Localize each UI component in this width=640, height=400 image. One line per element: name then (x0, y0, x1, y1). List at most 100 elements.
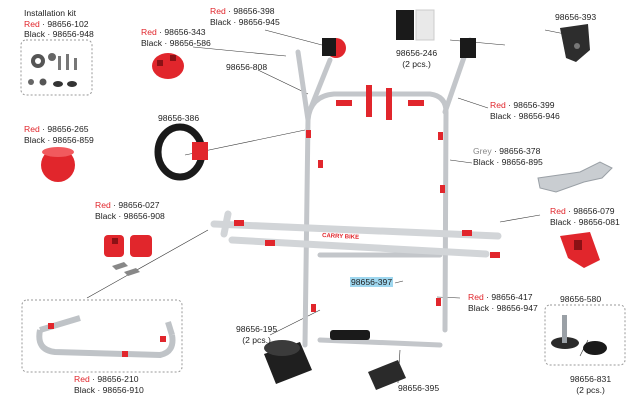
p027-black-word: Black (95, 210, 117, 221)
part-395-label: 98656-395 (398, 383, 440, 393)
p378-grey-word: Grey (473, 146, 492, 156)
foot-kit-box (544, 304, 626, 366)
p399-red-word: Red (490, 100, 506, 110)
p399-red: Red · 98656-399 (490, 100, 555, 110)
p265-red-number: 98656-265 (47, 124, 89, 134)
p027-red-word: Red (95, 200, 111, 210)
p343-red-word: Red (141, 27, 157, 37)
p027-black: Black · 98656-908 (95, 210, 165, 221)
part-265-label: Red · 98656-265 Black · 98656-859 (24, 124, 94, 145)
part-397-label: 98656-397 (350, 277, 394, 288)
clamp-parts-027 (104, 235, 152, 276)
red-block-343 (152, 53, 184, 79)
part-079-label: Red · 98656-079 Black · 98656-081 (550, 206, 620, 227)
part-246-label: 98656-246 (2 pcs.) (396, 48, 437, 69)
base-frame-210 (36, 315, 176, 359)
p210-red-number: 98656-210 (97, 374, 139, 384)
kit-black-word: Black (24, 29, 46, 39)
installation-kit-label: Installation kit Red · 98656-102 Black ·… (24, 8, 94, 40)
p398-black-word: Black (210, 16, 232, 27)
p417-red: Red · 98656-417 (468, 292, 533, 302)
p417-black-word: Black (468, 302, 490, 313)
base-frame-box (21, 299, 183, 373)
kit-black-number: 98656-948 (52, 29, 94, 39)
p210-black: Black · 98656-910 (74, 384, 144, 395)
p265-black-number: 98656-859 (52, 134, 94, 145)
p265-black-word: Black (24, 134, 46, 145)
part-393-label: 98656-393 (555, 12, 597, 22)
p399-black: Black · 98656-946 (490, 110, 560, 121)
p079-red-number: 98656-079 (573, 206, 615, 216)
p398-red-number: 98656-398 (233, 6, 275, 16)
p195-number: 98656-195 (236, 324, 278, 334)
p378-grey: Grey · 98656-378 (473, 146, 541, 156)
p417-black: Black · 98656-947 (468, 302, 538, 313)
part-831-label: 98656-831 (2 pcs.) (570, 374, 611, 395)
tube-195 (264, 340, 312, 384)
kit-black: Black · 98656-948 (24, 29, 94, 39)
p397-number: 98656-397 (350, 277, 394, 287)
kit-title: Installation kit (24, 8, 77, 18)
p343-red-number: 98656-343 (164, 27, 206, 37)
p079-red-word: Red (550, 206, 566, 216)
p378-black-number: 98656-895 (501, 156, 543, 167)
kit-red-number: 98656-102 (47, 18, 89, 29)
p265-red: Red · 98656-265 (24, 124, 89, 134)
bracket-393 (560, 24, 590, 62)
installation-kit-box (20, 39, 93, 96)
p210-red: Red · 98656-210 (74, 374, 139, 384)
p398-red-word: Red (210, 6, 226, 16)
installation-kit-parts (28, 53, 77, 87)
p417-red-word: Red (468, 292, 484, 302)
p210-black-number: 98656-910 (102, 384, 144, 395)
red-bracket-079 (560, 232, 600, 268)
p398-black: Black · 98656-945 (210, 16, 280, 27)
pads-246 (396, 9, 435, 41)
part-195-label: 98656-195 (2 pcs.) (236, 324, 277, 345)
p343-black-word: Black (141, 37, 163, 48)
bike-rack-frame (210, 37, 502, 348)
p079-black-word: Black (550, 216, 572, 227)
p378-grey-number: 98656-378 (499, 146, 541, 156)
part-378-label: Grey · 98656-378 Black · 98656-895 (473, 146, 543, 167)
p027-black-number: 98656-908 (123, 210, 165, 221)
p210-red-word: Red (74, 374, 90, 384)
p027-red-number: 98656-027 (118, 200, 160, 210)
kit-red-word: Red (24, 18, 40, 29)
p195-qty: (2 pcs.) (242, 334, 271, 345)
clip-395 (368, 360, 406, 390)
p417-red-number: 98656-417 (491, 292, 533, 302)
foot-580 (551, 315, 607, 355)
p399-red-number: 98656-399 (513, 100, 555, 110)
p027-red: Red · 98656-027 (95, 200, 160, 210)
p079-black: Black · 98656-081 (550, 216, 620, 227)
p378-black: Black · 98656-895 (473, 156, 543, 167)
p398-black-number: 98656-945 (238, 16, 280, 27)
p265-red-word: Red (24, 124, 40, 134)
p210-black-word: Black (74, 384, 96, 395)
part-398-label: Red · 98656-398 Black · 98656-945 (210, 6, 280, 27)
p265-black: Black · 98656-859 (24, 134, 94, 145)
p343-red: Red · 98656-343 (141, 27, 206, 37)
p343-black: Black · 98656-586 (141, 37, 211, 48)
part-027-label: Red · 98656-027 Black · 98656-908 (95, 200, 165, 221)
p246-number: 98656-246 (396, 48, 438, 58)
part-417-label: Red · 98656-417 Black · 98656-947 (468, 292, 538, 313)
kit-red: Red · 98656-102 (24, 18, 89, 29)
p417-black-number: 98656-947 (496, 302, 538, 313)
p399-black-word: Black (490, 110, 512, 121)
p246-qty: (2 pcs.) (402, 58, 431, 69)
part-210-label: Red · 98656-210 Black · 98656-910 (74, 374, 144, 395)
p079-red: Red · 98656-079 (550, 206, 615, 216)
p831-qty: (2 pcs.) (576, 384, 605, 395)
grey-clamp-378 (537, 161, 613, 193)
part-808-label: 98656-808 (226, 62, 268, 72)
part-399-label: Red · 98656-399 Black · 98656-946 (490, 100, 560, 121)
part-343-label: Red · 98656-343 Black · 98656-586 (141, 27, 211, 48)
rack-brand-label: CARRY BIKE (321, 233, 360, 241)
p831-number: 98656-831 (570, 374, 612, 384)
leader-lines (86, 29, 589, 384)
red-cap-265 (41, 147, 75, 182)
p079-black-number: 98656-081 (578, 216, 620, 227)
